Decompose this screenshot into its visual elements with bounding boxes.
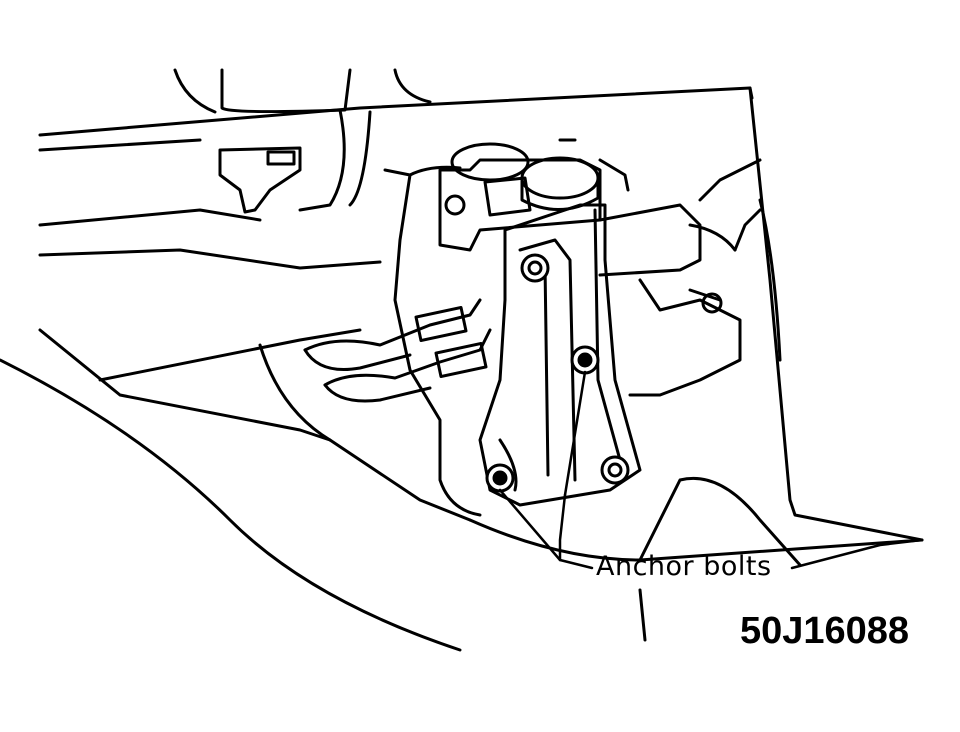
brake-lines <box>303 298 492 403</box>
mounting-bracket <box>478 203 642 507</box>
callout-anchor-bolts: Anchor bolts <box>596 551 772 582</box>
abs-hydraulic-unit <box>438 138 630 252</box>
anchor-bolt <box>520 253 550 283</box>
anchor-bolt <box>485 463 515 493</box>
pump-motor <box>598 158 762 397</box>
floor-panel <box>0 328 924 652</box>
anchor-bolt <box>600 455 630 485</box>
callout-leaders <box>498 370 924 570</box>
body-outline <box>38 68 924 542</box>
anchor-bolt <box>570 345 600 375</box>
anchor-bolt-group <box>485 253 630 493</box>
figure-id: 50J16088 <box>740 610 910 652</box>
